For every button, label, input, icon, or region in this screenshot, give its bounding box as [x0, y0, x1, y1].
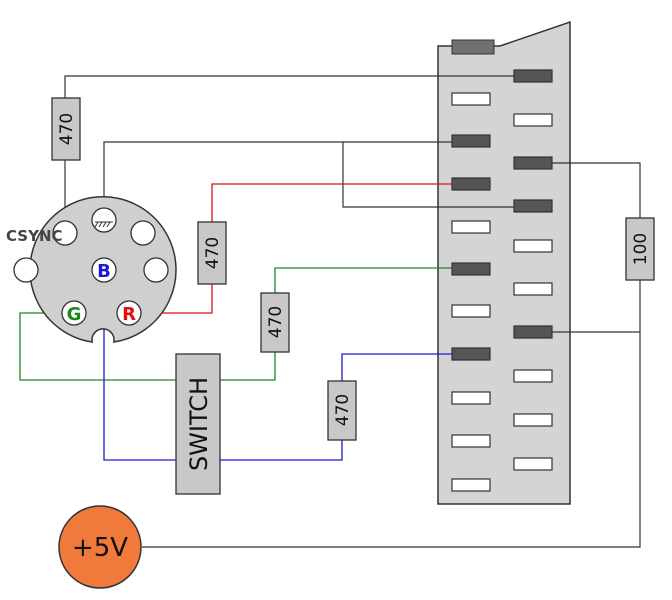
red-wire [140, 183, 452, 314]
scart-pin [451, 92, 491, 106]
scart-pin [451, 391, 491, 405]
switch-label: SWITCH [185, 377, 213, 471]
power-wire [142, 162, 641, 548]
scart-pin [513, 369, 553, 383]
din-pin-green [61, 300, 87, 326]
din-pin-red [116, 300, 142, 326]
svg-text:470: 470 [203, 237, 223, 269]
resistor-pullup: 100 [625, 217, 655, 281]
scart-pin [513, 413, 553, 427]
scart-pin [513, 156, 553, 170]
ground-icon [94, 221, 113, 228]
din-pin-label-green: G [67, 304, 82, 325]
din-connector: B G R [13, 196, 177, 343]
green-wire [19, 267, 452, 381]
din-pin-unused [13, 257, 39, 283]
switch: SWITCH [175, 353, 221, 495]
svg-text:470: 470 [266, 306, 286, 338]
scart-pin [513, 457, 553, 471]
scart-pin [451, 220, 491, 234]
ground-wire [103, 141, 514, 210]
scart-pin [451, 304, 491, 318]
din-pin-unused [143, 257, 169, 283]
scart-pin [451, 478, 491, 492]
scart-pin [451, 262, 491, 276]
svg-text:470: 470 [57, 113, 77, 145]
resistor-red: 470 [197, 221, 227, 285]
svg-text:470: 470 [333, 394, 353, 426]
power-supply: +5V [58, 505, 142, 589]
resistor-green: 470 [260, 292, 290, 353]
svg-text:100: 100 [631, 233, 651, 265]
csync-label: CSYNC [6, 227, 63, 245]
scart-pin [513, 282, 553, 296]
resistor-csync: 470 [51, 97, 81, 161]
power-label: +5V [72, 533, 128, 563]
scart-pin [513, 113, 553, 127]
scart-pins-right-column [513, 69, 553, 471]
din-pin-blue [91, 257, 117, 283]
scart-pin [451, 347, 491, 361]
scart-pin [451, 134, 491, 148]
din-pin-unused [130, 220, 156, 246]
scart-pin [513, 69, 553, 83]
scart-pins-left-column [451, 92, 491, 492]
din-pin-label-blue: B [97, 261, 111, 282]
blue-wire [103, 283, 452, 461]
scart-pin [451, 177, 491, 191]
scart-pin [513, 199, 553, 213]
resistor-blue: 470 [327, 380, 357, 441]
din-pin-csync [52, 220, 78, 246]
scart-pin [451, 434, 491, 448]
din-pin-ground [91, 207, 117, 233]
scart-pin [513, 325, 553, 339]
scart-key-tab [451, 39, 495, 55]
scart-pin [513, 239, 553, 253]
din-pin-label-red: R [122, 304, 136, 325]
